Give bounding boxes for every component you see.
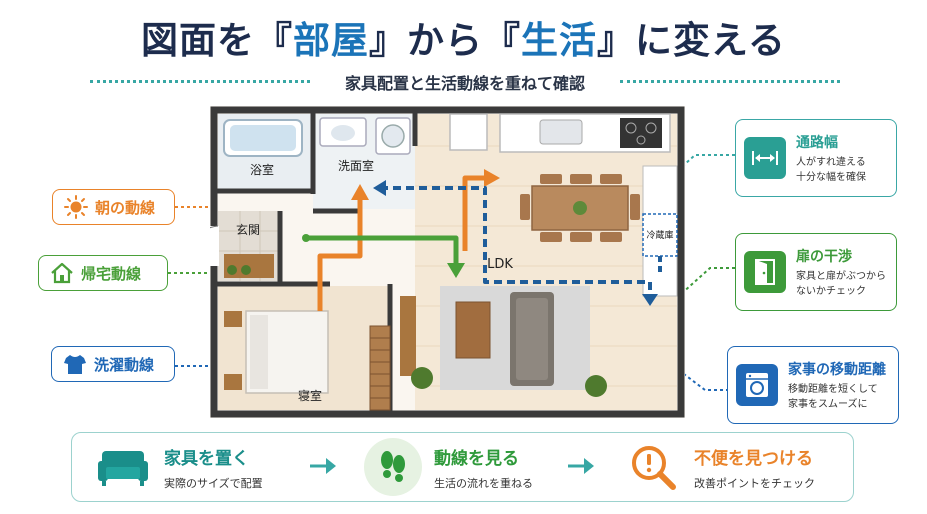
subtitle-divider-left <box>90 80 310 83</box>
callout-return-label: 帰宅動線 <box>81 264 142 283</box>
coffee-table <box>455 301 491 359</box>
title-text-3: に変える <box>635 19 786 62</box>
door-connector <box>679 267 735 296</box>
chore-distance-desc-2: 家事をスムーズに <box>788 398 868 410</box>
step-1-title: 家具を置く <box>164 448 249 469</box>
return-flow-line <box>306 235 459 266</box>
basin-bowl <box>331 125 355 141</box>
morning-flow-line-1 <box>317 194 363 311</box>
morning-flow-line-2 <box>462 175 485 251</box>
title-bracket-open-2: 『 <box>483 19 522 62</box>
laundry-flow-arrow-end <box>642 294 658 306</box>
sofa-icon <box>94 438 152 496</box>
bathtub-water <box>230 125 296 151</box>
footprints-icon <box>364 438 422 496</box>
laundry-flow-line <box>380 186 652 298</box>
aisle-width-title: 通路幅 <box>796 134 838 151</box>
callout-aisle-width: 通路幅 人がすれ違える 十分な幅を確保 <box>735 119 897 197</box>
steps-bar: 家具を置く 実際のサイズで配置 動線を見る 生活の流れを重ねる <box>71 432 854 502</box>
bedroom-label: 寝室 <box>298 388 322 403</box>
fridge-area <box>642 213 678 257</box>
step-arrow-2-icon <box>568 458 594 474</box>
step-2-title: 動線を見る <box>434 448 519 469</box>
laundry-flow-arrow <box>373 180 386 196</box>
morning-flow-arrow-2 <box>484 169 500 187</box>
callout-door-interference: 扉の干渉 家具と扉がぶつから ないかチェック <box>735 233 897 311</box>
subtitle-row: 家具配置と生活動線を重ねて確認 <box>90 70 840 93</box>
step-see-flow: 動線を見る 生活の流れを重ねる <box>364 433 533 501</box>
step-1-desc: 実際のサイズで配置 <box>164 476 263 490</box>
step-2-desc: 生活の流れを重ねる <box>434 476 533 490</box>
step-arrow-1-icon <box>310 458 336 474</box>
morning-flow-arrow-1 <box>351 184 369 200</box>
entrance-label: 玄関 <box>236 222 260 237</box>
subtitle: 家具配置と生活動線を重ねて確認 <box>344 74 585 93</box>
dining-plant <box>573 201 587 215</box>
door-interference-desc-2: ないかチェック <box>796 285 866 297</box>
wardrobe-lines <box>370 337 390 399</box>
entrance-door-swing <box>210 225 219 229</box>
title-bracket-open-1: 『 <box>255 19 294 62</box>
ldk-label: LDK <box>487 257 513 272</box>
callout-laundry-flow: 洗濯動線 <box>51 346 175 382</box>
callout-return-flow: 帰宅動線 <box>38 255 168 291</box>
title-text-2: から <box>407 19 484 62</box>
step-find-issues: 不便を見つける 改善ポイントをチェック <box>624 433 815 501</box>
sun-icon <box>64 195 88 219</box>
callout-morning-flow: 朝の動線 <box>52 189 175 225</box>
return-flow-arrow <box>447 263 465 278</box>
washroom-label: 洗面室 <box>338 158 374 173</box>
title-bracket-close-1: 』 <box>369 19 408 62</box>
callout-chore-distance: 家事の移動距離 移動距離を短くして 家事をスムーズに <box>727 346 899 424</box>
dining-chairs <box>520 174 640 242</box>
title-bracket-close-2: 』 <box>597 19 636 62</box>
aisle-width-desc-2: 十分な幅を確保 <box>796 171 866 183</box>
washing-machine-icon <box>736 364 778 406</box>
floor-plan: 冷蔵庫 浴室 洗面室 玄関 LDK 寝室 <box>210 106 685 418</box>
door-interference-desc-1: 家具と扉がぶつから <box>796 270 886 282</box>
house-icon <box>51 262 73 284</box>
stove <box>620 118 662 148</box>
step-3-title: 不便を見つける <box>694 448 813 469</box>
chore-distance-title: 家事の移動距離 <box>788 361 886 378</box>
kitchen-cabinet <box>449 113 488 151</box>
sofa-seat <box>516 298 548 380</box>
nightstand-top <box>224 311 242 327</box>
aisle-width-desc-1: 人がすれ違える <box>796 156 866 168</box>
chore-distance-desc-1: 移動距離を短くして <box>788 383 878 395</box>
width-arrows-icon <box>744 137 786 179</box>
step-3-desc: 改善ポイントをチェック <box>694 476 815 490</box>
magnifier-alert-icon <box>624 438 682 496</box>
door-icon <box>744 251 786 293</box>
living-plant-left <box>411 367 433 389</box>
fridge-label: 冷蔵庫 <box>646 229 673 241</box>
page-title: 図面を『部屋』から『生活』に変える <box>0 10 927 64</box>
living-plant-right <box>585 375 607 397</box>
callout-morning-label: 朝の動線 <box>95 198 156 217</box>
title-highlight-2: 生活 <box>521 19 598 62</box>
bed-pillows <box>250 315 268 389</box>
title-text-1: 図面を <box>141 19 256 62</box>
wardrobe <box>369 325 391 411</box>
chore-connector <box>671 364 735 391</box>
shirt-icon <box>64 355 86 374</box>
nightstand-bottom <box>224 374 242 390</box>
title-highlight-1: 部屋 <box>293 19 370 62</box>
step-place-furniture: 家具を置く 実際のサイズで配置 <box>94 433 263 501</box>
entrance-door-gap <box>210 226 219 266</box>
callout-laundry-label: 洗濯動線 <box>94 355 155 374</box>
door-interference-title: 扉の干渉 <box>796 248 852 265</box>
washing-machine-drum <box>381 124 405 148</box>
bath-label: 浴室 <box>250 162 274 177</box>
kitchen-sink <box>539 119 583 145</box>
tv-stand <box>400 296 416 376</box>
subtitle-divider-right <box>620 80 840 83</box>
